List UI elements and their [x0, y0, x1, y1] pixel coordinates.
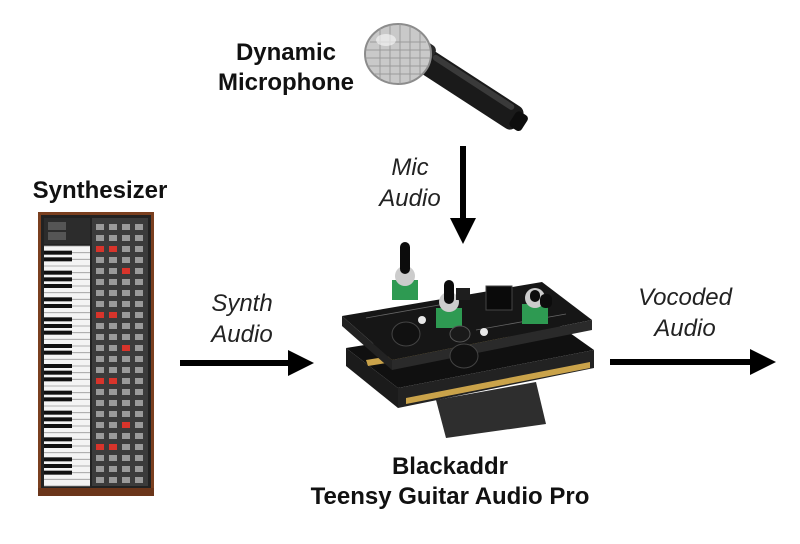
synth-audio-label-line1: Synth [211, 290, 273, 317]
microphone-label-line2: Microphone [218, 69, 354, 96]
synth-to-board-arrow [180, 350, 314, 376]
board-label-line2: Teensy Guitar Audio Pro [310, 483, 590, 510]
board-output-arrow [610, 349, 776, 375]
mic-audio-label-line2: Audio [379, 185, 441, 212]
synth-audio-label: Synth Audio [192, 288, 292, 350]
mic-audio-label: Mic Audio [360, 152, 460, 214]
microphone-label-line1: Dynamic [235, 39, 337, 66]
synthesizer-icon [38, 212, 154, 496]
board-label: Blackaddr Teensy Guitar Audio Pro [230, 452, 670, 512]
microphone-label: Dynamic Microphone [176, 38, 396, 98]
mic-to-board-arrow [450, 146, 476, 244]
synth-audio-label-line2: Audio [211, 321, 273, 348]
vocoded-audio-label: Vocoded Audio [620, 282, 750, 344]
synthesizer-label: Synthesizer [10, 176, 190, 206]
vocoded-audio-label-line1: Vocoded [638, 284, 732, 311]
vocoded-audio-label-line2: Audio [654, 315, 716, 342]
audio-board-icon [342, 242, 594, 438]
mic-audio-label-line1: Mic [391, 154, 429, 181]
board-label-line1: Blackaddr [391, 453, 509, 480]
microphone-icon [364, 23, 528, 132]
synthesizer-label-text: Synthesizer [32, 177, 168, 204]
